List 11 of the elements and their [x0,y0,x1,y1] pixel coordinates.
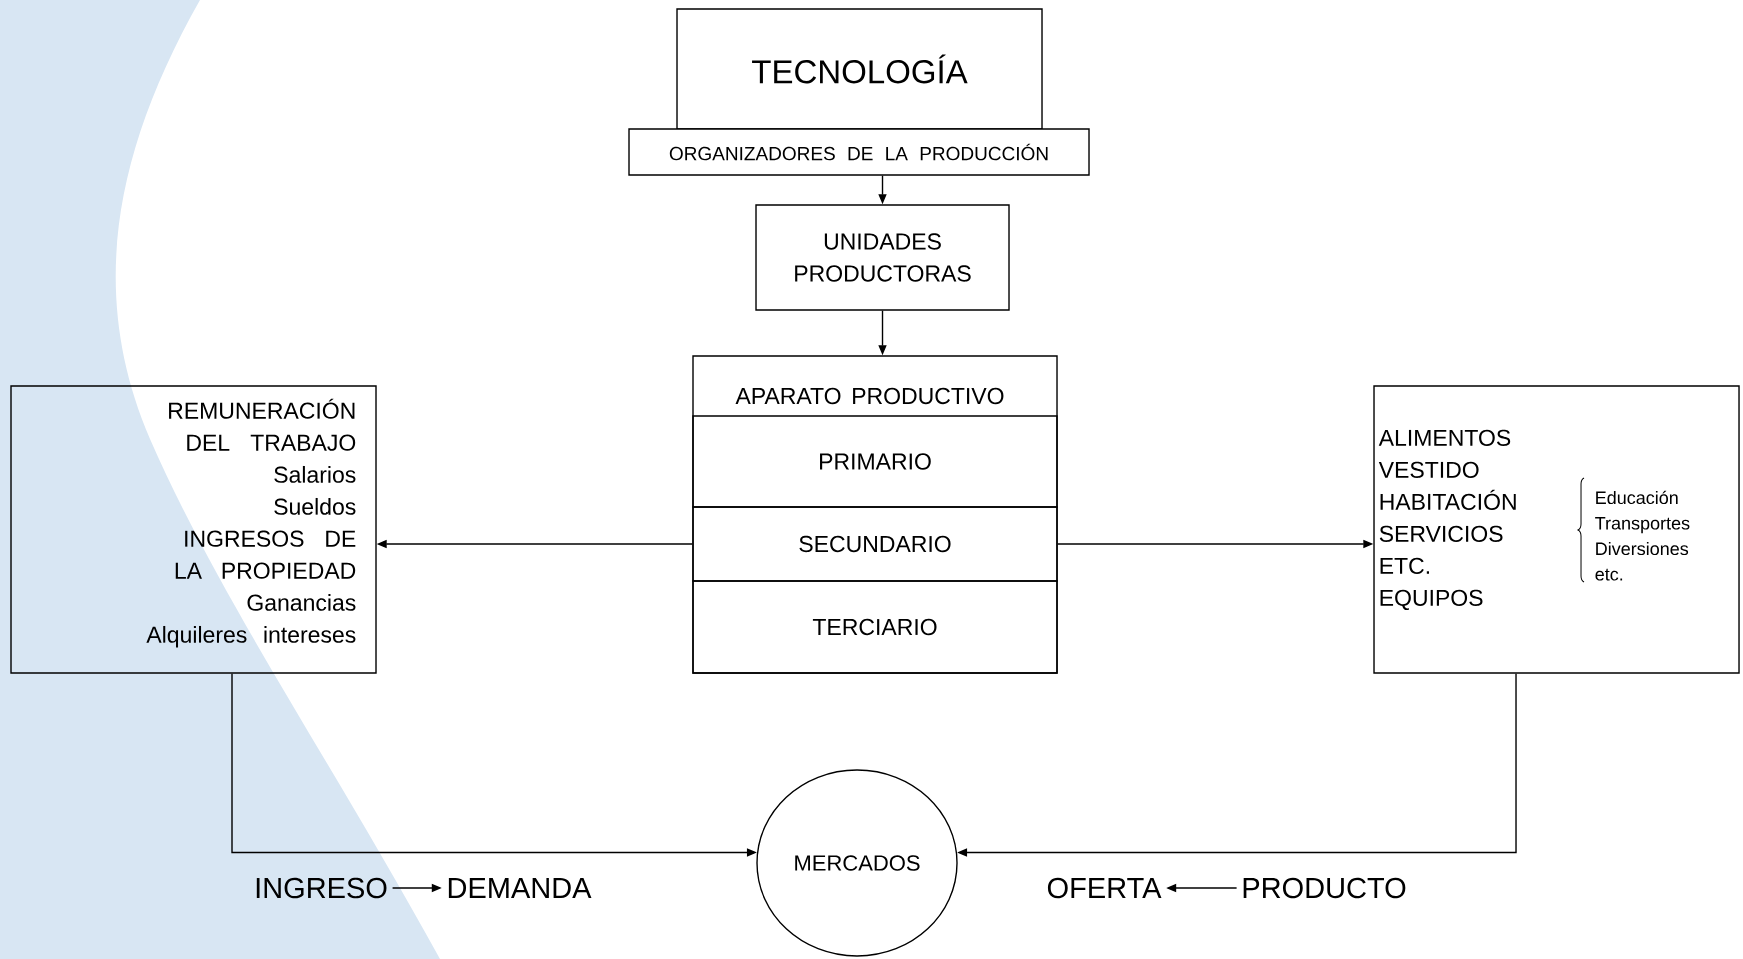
flow-label: PRODUCTO [1243,877,1406,899]
process-box: ORGANIZADORES DE LA PRODUCCIÓN [628,128,1090,176]
process-box: UNIDADES PRODUCTORAS [755,204,1010,311]
flow-label: DEMANDA [448,878,592,898]
sector-band: TERCIARIO [692,580,1058,674]
sector-band: SECUNDARIO [692,506,1058,582]
text-box: ALIMENTOS VESTIDO HABITACIÓN SERVICIOS ETC. EQUIPOS Educación Transportes Diversiones etc. [1373,385,1740,674]
flow-label: INGRESO [256,877,387,899]
flow-label: OFERTA [1047,877,1162,899]
sector-band: PRIMARIO [692,415,1058,508]
text-box: REMUNERACIÓN DEL TRABAJO Salarios Sueldos INGRESOS DE LA PROPIEDAD Ganancias Alquileres intereses [10,385,377,674]
